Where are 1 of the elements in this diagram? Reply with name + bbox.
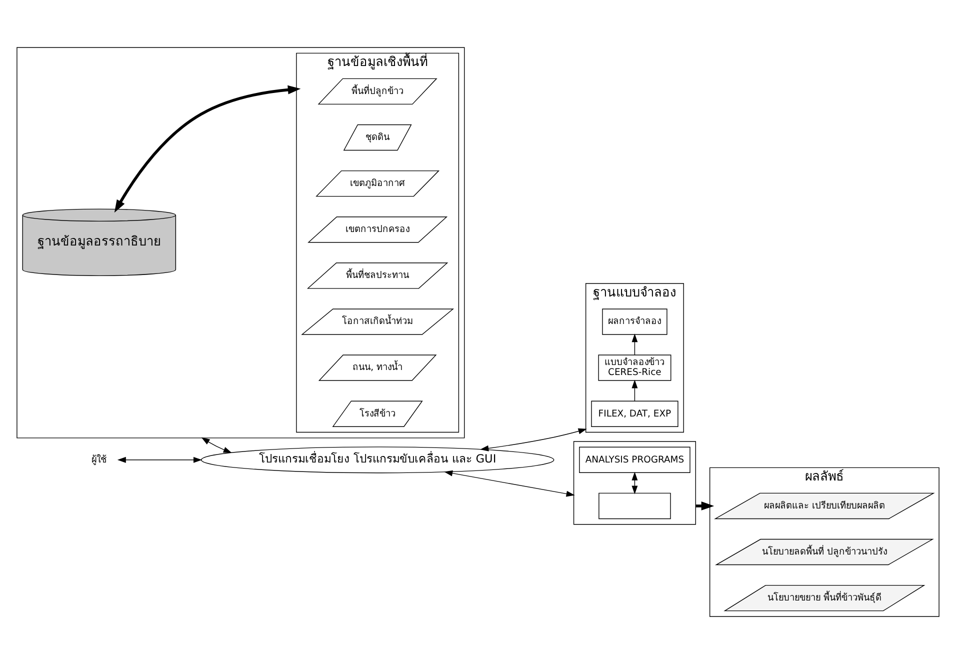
- node-text: ผู้ใช้: [92, 454, 107, 466]
